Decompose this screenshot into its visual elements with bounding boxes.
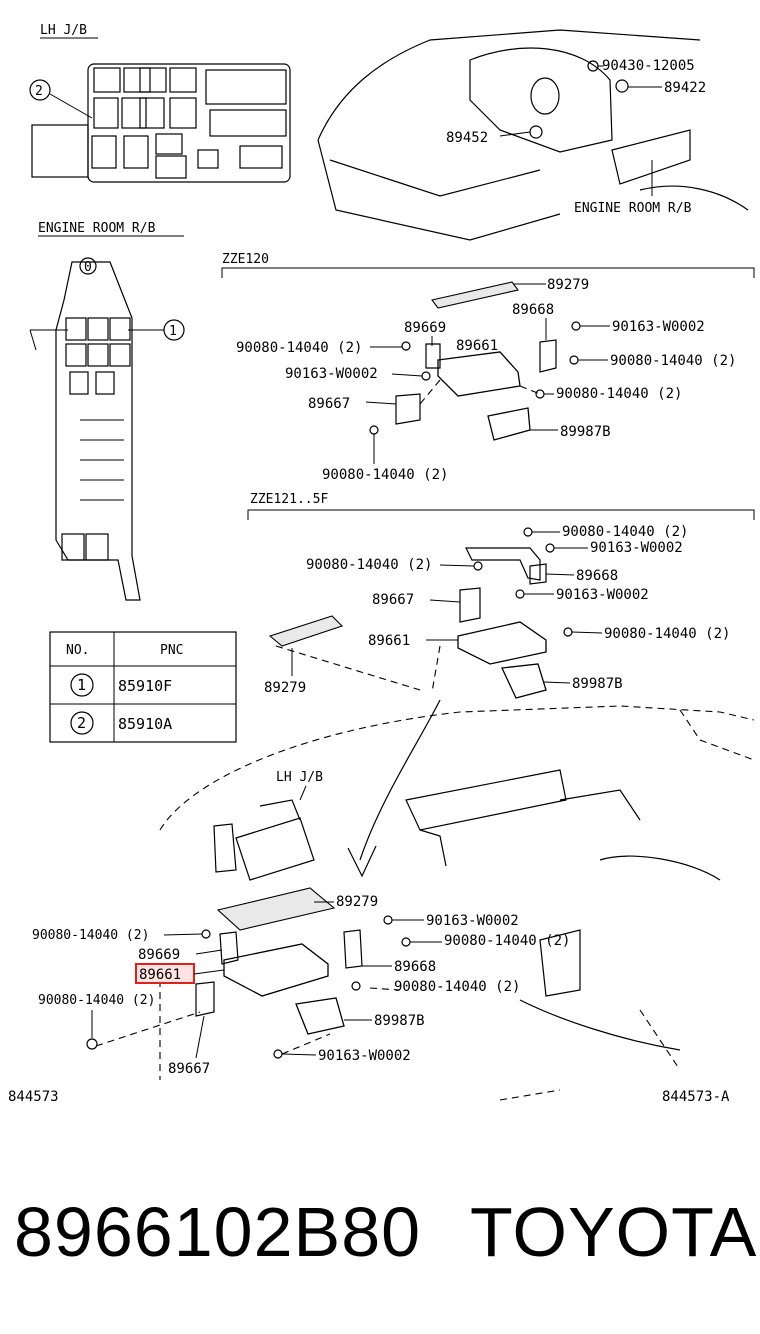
illustration-code-left: 844573 bbox=[8, 1089, 59, 1105]
z1-label-89668: 89668 bbox=[512, 302, 554, 318]
z1-label-89987b: 89987B bbox=[560, 424, 611, 440]
label-89452: 89452 bbox=[446, 130, 488, 146]
part-number: 8966102B80 bbox=[14, 1193, 422, 1271]
z1-label-89667: 89667 bbox=[308, 396, 350, 412]
lh-jb-lower-header: LH J/B bbox=[276, 770, 323, 785]
brand-name: TOYOTA bbox=[470, 1193, 758, 1271]
z1-label-89661: 89661 bbox=[456, 338, 498, 354]
b-label-89987b: 89987B bbox=[374, 1013, 425, 1029]
z2-label-90163-mid: 90163-W0002 bbox=[556, 587, 649, 603]
b-label-90163-a: 90163-W0002 bbox=[426, 913, 519, 929]
illustration-code-right: 844573-A bbox=[662, 1089, 730, 1105]
footer: 8966102B80 TOYOTA bbox=[0, 1190, 760, 1280]
highlighted-part-89661[interactable]: 89661 bbox=[135, 963, 225, 984]
b-label-90080-low-left: 90080-14040 (2) bbox=[38, 993, 155, 1008]
z2-label-90080-right: 90080-14040 (2) bbox=[604, 626, 730, 642]
z2-label-90080-left: 90080-14040 (2) bbox=[306, 557, 432, 573]
table-row-2-no: 2 bbox=[77, 714, 86, 732]
lh-jb-header: LH J/B bbox=[40, 23, 87, 38]
b-label-90080-left: 90080-14040 (2) bbox=[32, 928, 149, 943]
callout-2-number: 2 bbox=[35, 84, 43, 99]
lh-jb-fuse-box bbox=[31, 63, 291, 183]
b-label-89668: 89668 bbox=[394, 959, 436, 975]
z1-label-90080-mid: 90080-14040 (2) bbox=[556, 386, 682, 402]
z2-label-90163-top: 90163-W0002 bbox=[590, 540, 683, 556]
z1-label-90163-b: 90163-W0002 bbox=[285, 366, 378, 382]
callout-1-number: 1 bbox=[169, 324, 177, 339]
z1-label-90163-a: 90163-W0002 bbox=[612, 319, 705, 335]
z2-label-89987b: 89987B bbox=[572, 676, 623, 692]
lower-ecu-assembly bbox=[86, 887, 411, 1059]
z2-label-89668: 89668 bbox=[576, 568, 618, 584]
b-label-89661: 89661 bbox=[139, 967, 181, 983]
label-90430-12005: 90430-12005 bbox=[602, 58, 695, 74]
z1-label-89279: 89279 bbox=[547, 277, 589, 293]
z2-label-89667: 89667 bbox=[372, 592, 414, 608]
engine-room-rb-top-label: ENGINE ROOM R/B bbox=[574, 201, 692, 216]
callout-2-top: 2 bbox=[29, 79, 93, 119]
table-row-2-pnc: 85910A bbox=[118, 715, 172, 733]
b-label-89669: 89669 bbox=[138, 947, 180, 963]
lower-lh-jb-assembly bbox=[213, 785, 315, 881]
zze121-ecu-assembly bbox=[268, 527, 573, 699]
z1-label-90080-bottom: 90080-14040 (2) bbox=[322, 467, 448, 483]
z2-label-89661: 89661 bbox=[368, 633, 410, 649]
b-label-90080-right: 90080-14040 (2) bbox=[444, 933, 570, 949]
z1-label-90080-right: 90080-14040 (2) bbox=[610, 353, 736, 369]
pnc-table: NO. PNC 1 85910F 2 85910A bbox=[49, 631, 237, 743]
callout-1: 1 bbox=[128, 319, 185, 341]
b-label-90080-low-right: 90080-14040 (2) bbox=[394, 979, 520, 995]
b-label-90163-b: 90163-W0002 bbox=[318, 1048, 411, 1064]
z1-label-90080-left: 90080-14040 (2) bbox=[236, 340, 362, 356]
table-row-1-pnc: 85910F bbox=[118, 677, 172, 695]
label-89422: 89422 bbox=[664, 80, 706, 96]
z2-label-90080-top: 90080-14040 (2) bbox=[562, 524, 688, 540]
table-header-no: NO. bbox=[66, 643, 89, 658]
table-header-pnc: PNC bbox=[160, 643, 183, 658]
engine-room-relay-block: 0 bbox=[29, 257, 141, 601]
zze121-header: ZZE121..5F bbox=[250, 492, 328, 507]
b-label-89279: 89279 bbox=[336, 894, 378, 910]
zze120-header: ZZE120 bbox=[222, 252, 269, 267]
dashboard-interior-drawing bbox=[159, 699, 755, 1101]
engine-compartment-drawing bbox=[317, 29, 749, 241]
table-row-1-no: 1 bbox=[77, 676, 86, 694]
z2-label-89279: 89279 bbox=[264, 680, 306, 696]
b-label-89667: 89667 bbox=[168, 1061, 210, 1077]
z1-label-89669: 89669 bbox=[404, 320, 446, 336]
engine-room-rb-header: ENGINE ROOM R/B bbox=[38, 221, 156, 236]
callout-0-number: 0 bbox=[84, 260, 92, 275]
